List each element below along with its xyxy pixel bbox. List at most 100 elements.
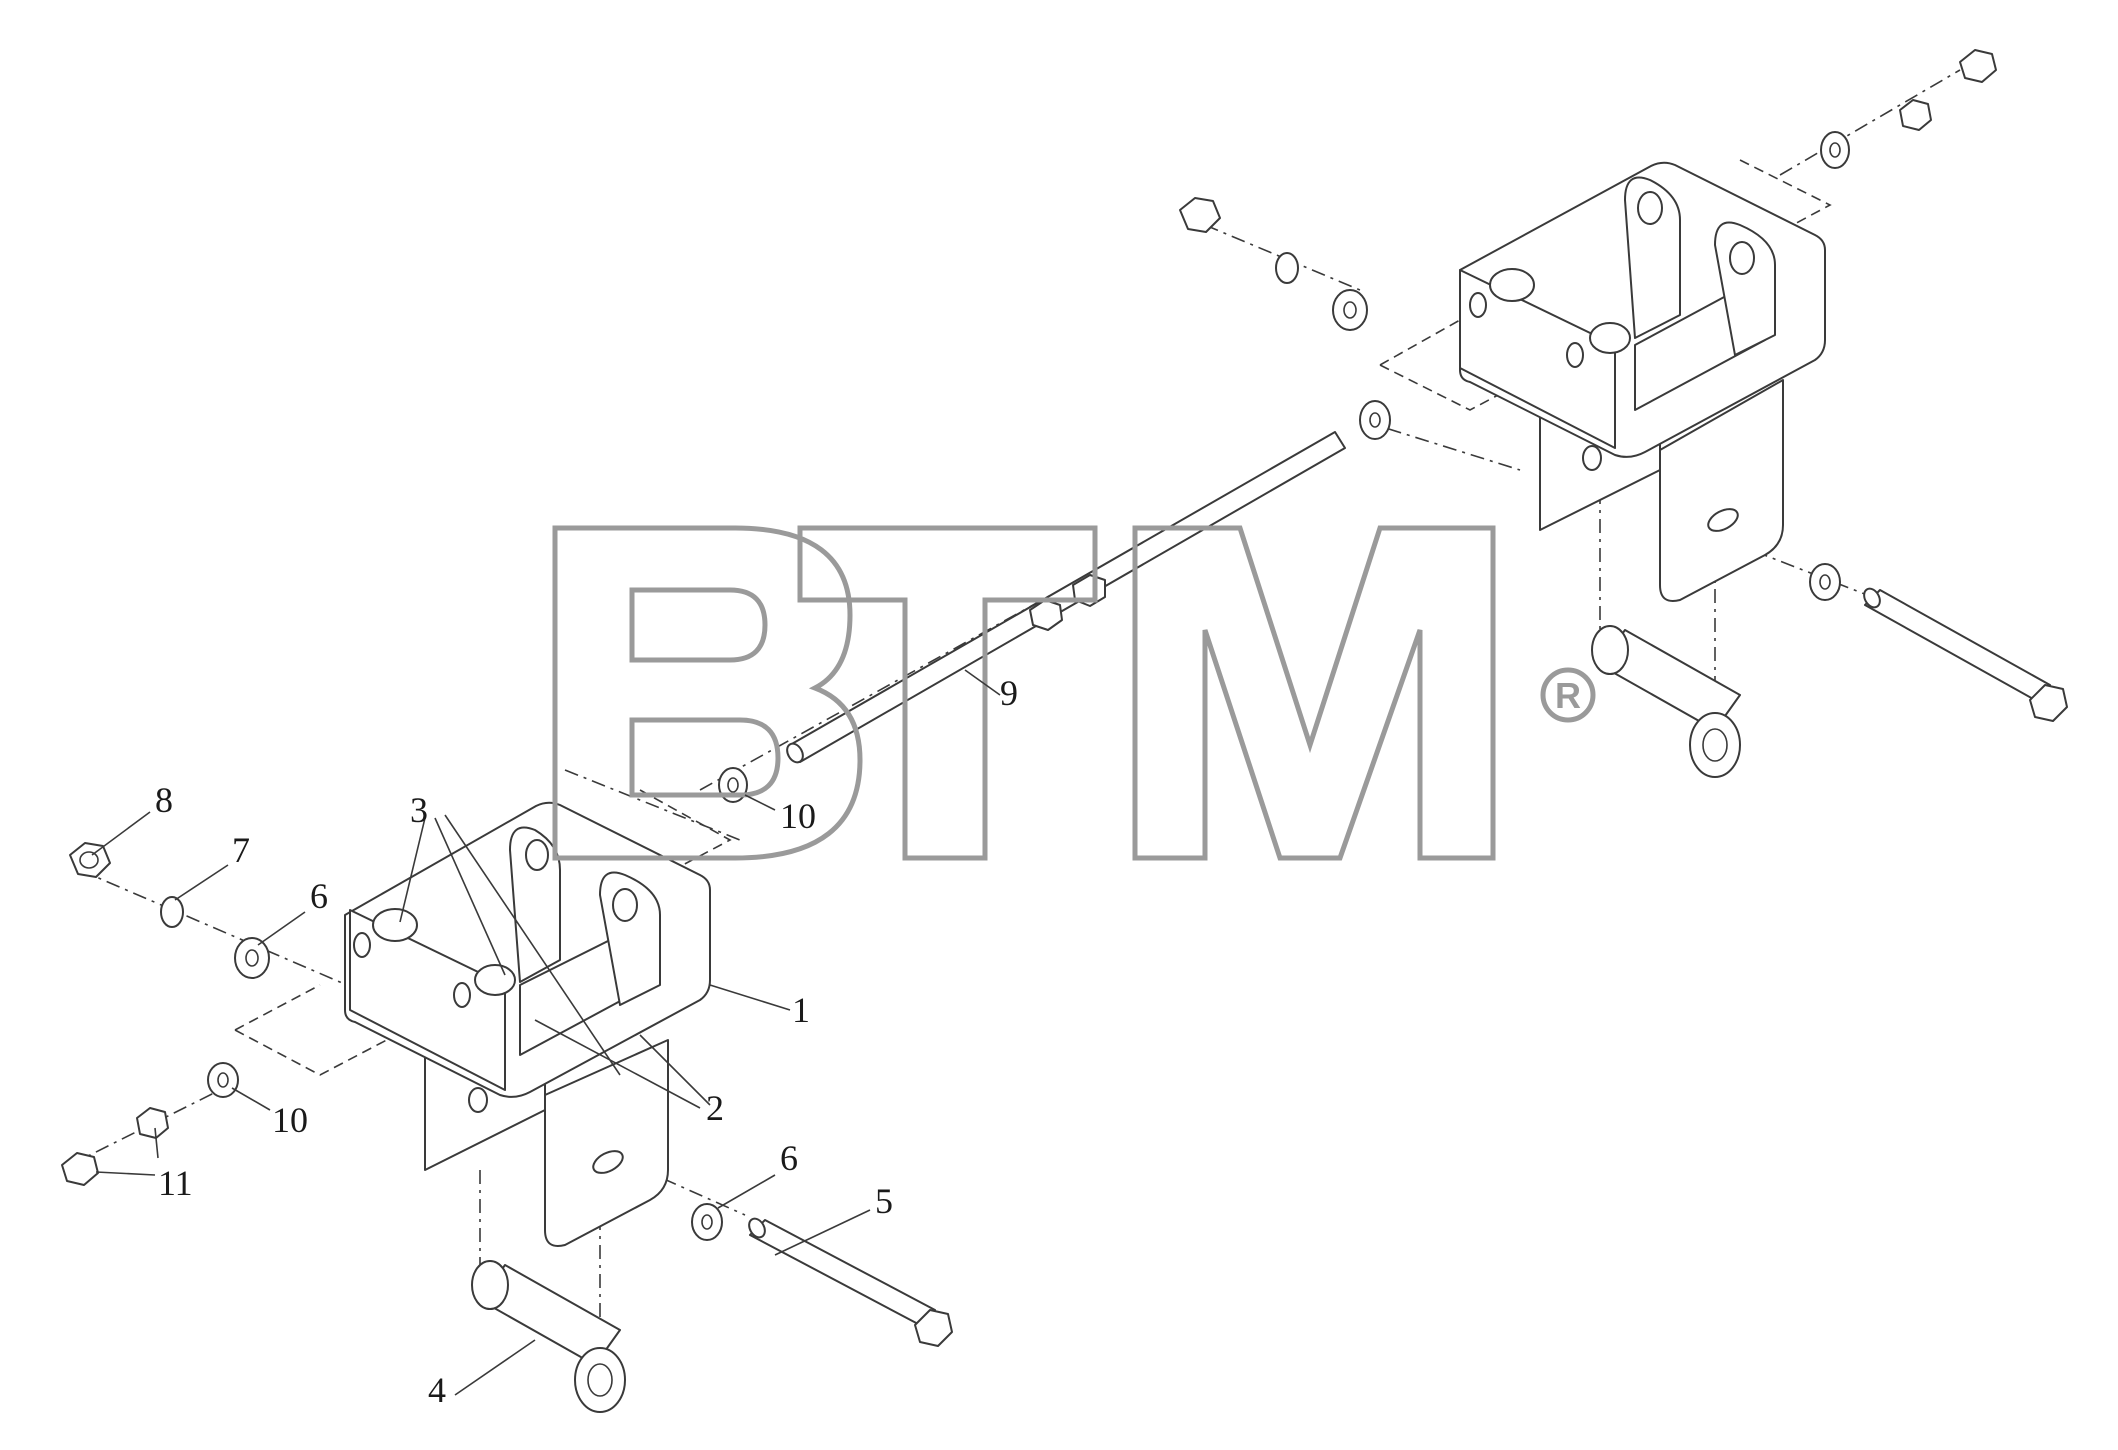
fasteners-left [61, 767, 953, 1413]
callout-6-lower: 6 [780, 1138, 798, 1178]
callout-9: 9 [1000, 673, 1018, 713]
bushing-4-left-flange [471, 1260, 509, 1310]
leader-2a [639, 1034, 711, 1106]
watermark-registered-circle [1540, 667, 1596, 723]
flat-washer-right-2 [1359, 400, 1391, 440]
bracket-right-side-plate [1459, 269, 1616, 449]
leader-8 [91, 811, 151, 856]
watermark-letter-b [552, 525, 863, 861]
box-lower-right-b [1379, 319, 1461, 366]
bracket-right-leg-slot [1707, 508, 1739, 532]
hex-nut-8 [69, 842, 111, 878]
callout-labels: 8 7 6 3 1 2 10 10 11 6 5 4 9 [155, 673, 1018, 1410]
bushing-4-left-end [574, 1347, 626, 1413]
pin-5-right-head [2029, 684, 2068, 722]
callout-6: 6 [310, 876, 328, 916]
callout-2: 2 [706, 1088, 724, 1128]
bracket-right-side-hole-1 [1469, 292, 1487, 318]
flat-washer-10b-hole [217, 1072, 229, 1088]
bracket-right-lug-back [1624, 176, 1681, 339]
bracket-right-front-leg [1659, 379, 1784, 602]
bushing-left-b [474, 964, 516, 996]
pin-5-left-head [914, 1309, 953, 1347]
callout-3: 3 [410, 790, 428, 830]
flat-washer-right-3-hole [1829, 142, 1841, 158]
leader-7 [174, 864, 229, 901]
bracket-left [344, 801, 711, 1247]
bushing-4-right-end [1689, 712, 1741, 778]
bracket-right-back-hole [1582, 445, 1602, 471]
leader-3a [399, 817, 426, 923]
bracket-left-lug-front-hole [612, 888, 638, 922]
box-lower-left-b [234, 984, 321, 1031]
leader-3b [434, 817, 506, 976]
leader-10b [231, 1087, 271, 1111]
hex-nut-right-2 [1899, 99, 1932, 131]
hex-nut-11a [136, 1107, 169, 1139]
bracket-left-side-hole-2 [453, 982, 471, 1008]
pin-5-right-shaft [1864, 589, 2051, 701]
leader-6a [257, 911, 306, 946]
box-upper-right [1689, 159, 1832, 281]
leader-3c [444, 814, 621, 1076]
flat-washer-right-1-hole [1343, 301, 1357, 319]
bracket-left-front-leg [544, 1039, 669, 1247]
leader-1 [709, 984, 791, 1011]
flat-washer-10a-hole [727, 777, 739, 793]
bushing-4-right-bore [1702, 728, 1728, 762]
pin-5-left-end [748, 1217, 766, 1239]
spring-washer-right [1275, 252, 1299, 284]
hex-nut-right-1 [1179, 197, 1221, 233]
flat-washer-10b [207, 1062, 239, 1098]
spring-washer-7 [160, 896, 184, 928]
flat-washer-6b [691, 1203, 723, 1241]
callout-11: 11 [158, 1163, 193, 1203]
hex-nut-right-3 [1959, 49, 1997, 83]
bushing-left-a [372, 908, 418, 942]
pin-5-left-shaft [749, 1219, 936, 1326]
hex-nut-11b [61, 1152, 99, 1186]
leader-9 [964, 669, 1001, 696]
bushing-right-a [1489, 268, 1535, 302]
bracket-left-back-hole [468, 1087, 488, 1113]
flat-washer-6a-hole [245, 949, 259, 967]
callout-10-lower: 10 [272, 1100, 308, 1140]
flat-washer-right-4-hole [1819, 574, 1831, 590]
leader-11a [154, 1127, 159, 1159]
flat-washer-6a [234, 937, 270, 979]
bracket-right-lug-back-hole [1637, 191, 1663, 225]
watermark-letter-m [1132, 525, 1496, 861]
axis-mid-left [564, 769, 741, 841]
watermark-letter-t [797, 525, 1098, 861]
callout-5: 5 [875, 1181, 893, 1221]
leader-4 [454, 1339, 536, 1396]
flat-washer-right-1 [1332, 289, 1368, 331]
leader-5 [774, 1209, 871, 1256]
fasteners-right [1179, 49, 2068, 778]
callout-8: 8 [155, 780, 173, 820]
bracket-left-leg-slot [592, 1150, 624, 1174]
bracket-left-side-hole-1 [353, 932, 371, 958]
leader-10a [744, 794, 776, 811]
flat-washer-right-3 [1820, 131, 1850, 169]
bushing-right-b [1589, 322, 1631, 354]
watermark-registered-mark: R [1555, 675, 1581, 716]
watermark-logo: R [552, 525, 1596, 861]
flat-washer-6b-hole [701, 1214, 713, 1230]
bracket-right-lug-front-hole [1729, 241, 1755, 275]
callout-7: 7 [232, 830, 250, 870]
pin-5-right-end [1863, 587, 1881, 609]
hex-nut-8-hole [79, 851, 99, 869]
leader-2b [534, 1019, 701, 1109]
rod-9-end [786, 742, 804, 764]
bracket-left-lug-back-hole [525, 839, 549, 871]
flat-washer-right-4 [1809, 563, 1841, 601]
callout-4: 4 [428, 1370, 446, 1410]
watermark-letter-b-lower-hole [629, 717, 781, 798]
flat-washer-right-2-hole [1369, 412, 1381, 428]
leader-6b [717, 1174, 776, 1209]
bushing-4-right-flange [1591, 625, 1629, 675]
bracket-left-side-plate [349, 909, 506, 1091]
